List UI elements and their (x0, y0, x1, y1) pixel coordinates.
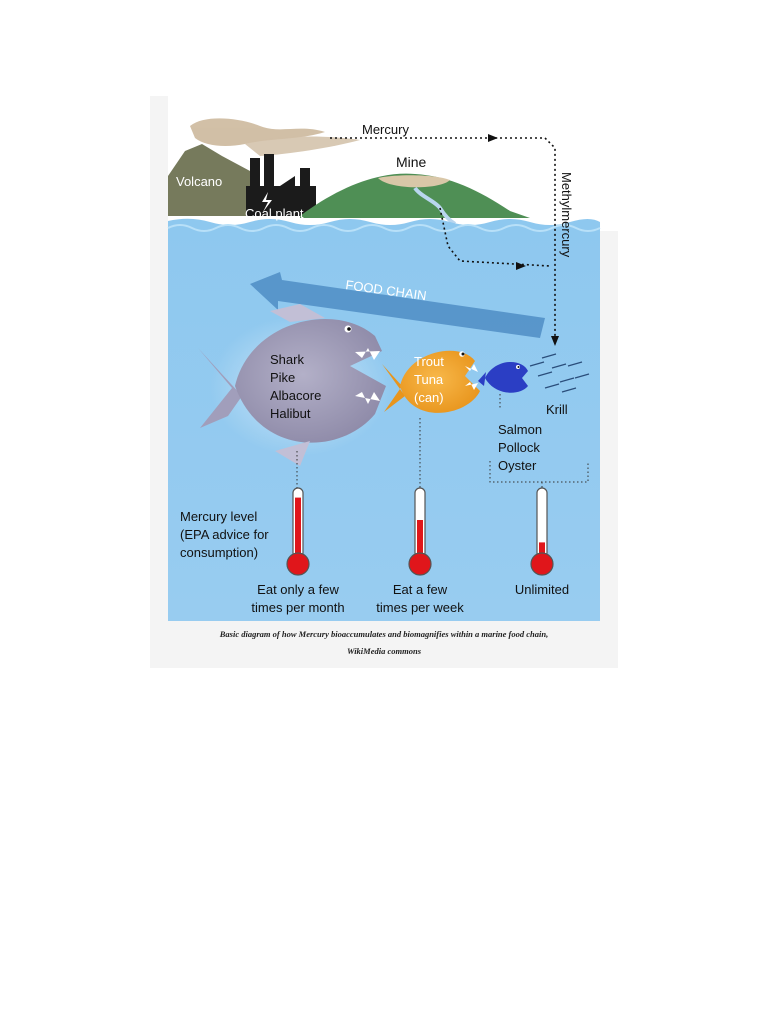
label-mercury: Mercury (362, 122, 409, 137)
label-can: (can) (414, 390, 444, 405)
thermometer-mercury-fill (417, 520, 423, 558)
label-methylmercury: Methylmercury (559, 172, 574, 258)
label-advice-1-line-1: Eat only a few (257, 582, 339, 597)
label-volcano: Volcano (176, 174, 222, 189)
label-advice-2-line-2: times per week (376, 600, 464, 615)
label-tuna: Tuna (414, 372, 444, 387)
caption-line-2: WikiMedia commons (150, 643, 618, 660)
label-trout: Trout (414, 354, 444, 369)
label-advice-1-line-2: times per month (251, 600, 344, 615)
label-oyster: Oyster (498, 458, 537, 473)
caption-line-1: Basic diagram of how Mercury bioaccumula… (150, 626, 618, 643)
mercury-food-chain-diagram: Volcano Coal plant Mine Mercury Methylme… (150, 96, 618, 621)
label-shark: Shark (270, 352, 304, 367)
label-consumption: consumption) (180, 545, 258, 560)
label-albacore: Albacore (270, 388, 321, 403)
thermometer-bulb (531, 553, 553, 575)
thermometer-bulb (409, 553, 431, 575)
label-advice-3-line-1: Unlimited (515, 582, 569, 597)
label-mercury-level: Mercury level (180, 509, 257, 524)
label-krill: Krill (546, 402, 568, 417)
label-halibut: Halibut (270, 406, 311, 421)
label-mine: Mine (396, 154, 427, 170)
caption: Basic diagram of how Mercury bioaccumula… (150, 626, 618, 660)
figure: Volcano Coal plant Mine Mercury Methylme… (150, 96, 618, 668)
label-advice-2-line-1: Eat a few (393, 582, 448, 597)
label-pollock: Pollock (498, 440, 540, 455)
label-epa-advice: (EPA advice for (180, 527, 269, 542)
thermometer-mercury-fill (295, 498, 301, 558)
label-pike: Pike (270, 370, 295, 385)
thermometer-bulb (287, 553, 309, 575)
label-coal-plant: Coal plant (245, 206, 304, 221)
label-salmon: Salmon (498, 422, 542, 437)
